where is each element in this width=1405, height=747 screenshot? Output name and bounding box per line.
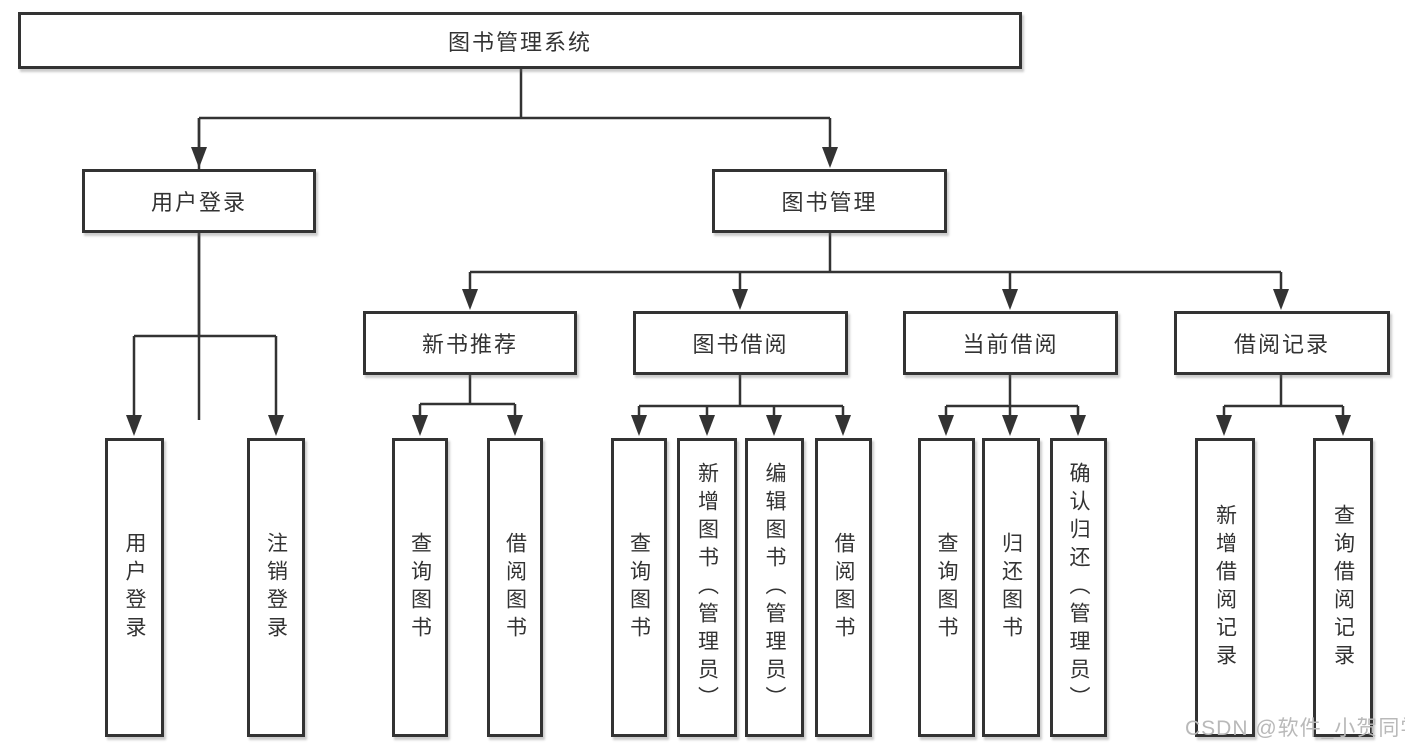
arrowhead: [766, 415, 782, 436]
leaf-current-return-books: 归还图书: [982, 438, 1040, 737]
arrowhead: [1070, 415, 1086, 436]
arrowhead: [412, 415, 428, 436]
leaf-borrow-edit-books-admin: 编辑图书（管理员）: [745, 438, 804, 737]
leaf-records-query-record: 查询借阅记录: [1313, 438, 1373, 737]
connector-records-to-leaves: [1222, 375, 1345, 418]
node-current-borrow: 当前借阅: [903, 311, 1118, 375]
arrowhead: [126, 415, 142, 436]
csdn-watermark: CSDN @软件_小贺同学: [1185, 717, 1405, 740]
arrowhead: [938, 415, 954, 436]
arrowhead: [507, 415, 523, 436]
node-book-borrow: 图书借阅: [633, 311, 848, 375]
node-root-library-system: 图书管理系统: [18, 12, 1022, 69]
leaf-borrow-borrow-books: 借阅图书: [815, 438, 872, 737]
connector-userlogin-to-leaves: [132, 233, 278, 418]
connector-newbook-to-leaves: [418, 375, 517, 418]
leaf-records-add-record: 新增借阅记录: [1195, 438, 1255, 737]
arrowhead: [191, 147, 207, 168]
node-new-book-recommend: 新书推荐: [363, 311, 577, 375]
node-user-login: 用户登录: [82, 169, 316, 233]
leaf-user-login: 用户登录: [105, 438, 164, 737]
arrowhead: [1273, 289, 1289, 310]
arrowhead: [1002, 289, 1018, 310]
arrowhead: [1335, 415, 1351, 436]
arrowhead: [631, 415, 647, 436]
arrowhead: [268, 415, 284, 436]
connector-current-to-leaves: [944, 375, 1080, 418]
leaf-borrow-query-books: 查询图书: [611, 438, 667, 737]
arrowhead: [699, 415, 715, 436]
leaf-newbook-query-books: 查询图书: [392, 438, 448, 737]
arrowhead: [835, 415, 851, 436]
arrowhead: [822, 147, 838, 168]
leaf-newbook-borrow-books: 借阅图书: [487, 438, 543, 737]
arrowhead: [1002, 415, 1018, 436]
leaf-logout: 注销登录: [247, 438, 305, 737]
connector-borrow-to-leaves: [637, 375, 845, 418]
leaf-current-confirm-return-admin: 确认归还（管理员）: [1050, 438, 1107, 737]
leaf-borrow-add-books-admin: 新增图书（管理员）: [677, 438, 737, 737]
leaf-current-query-books: 查询图书: [918, 438, 975, 737]
node-borrow-records: 借阅记录: [1174, 311, 1390, 375]
node-book-management: 图书管理: [712, 169, 947, 233]
arrowhead: [462, 289, 478, 310]
arrowhead: [732, 289, 748, 310]
arrowhead: [1216, 415, 1232, 436]
connector-bookmgmt-to-level3: [468, 233, 1283, 292]
